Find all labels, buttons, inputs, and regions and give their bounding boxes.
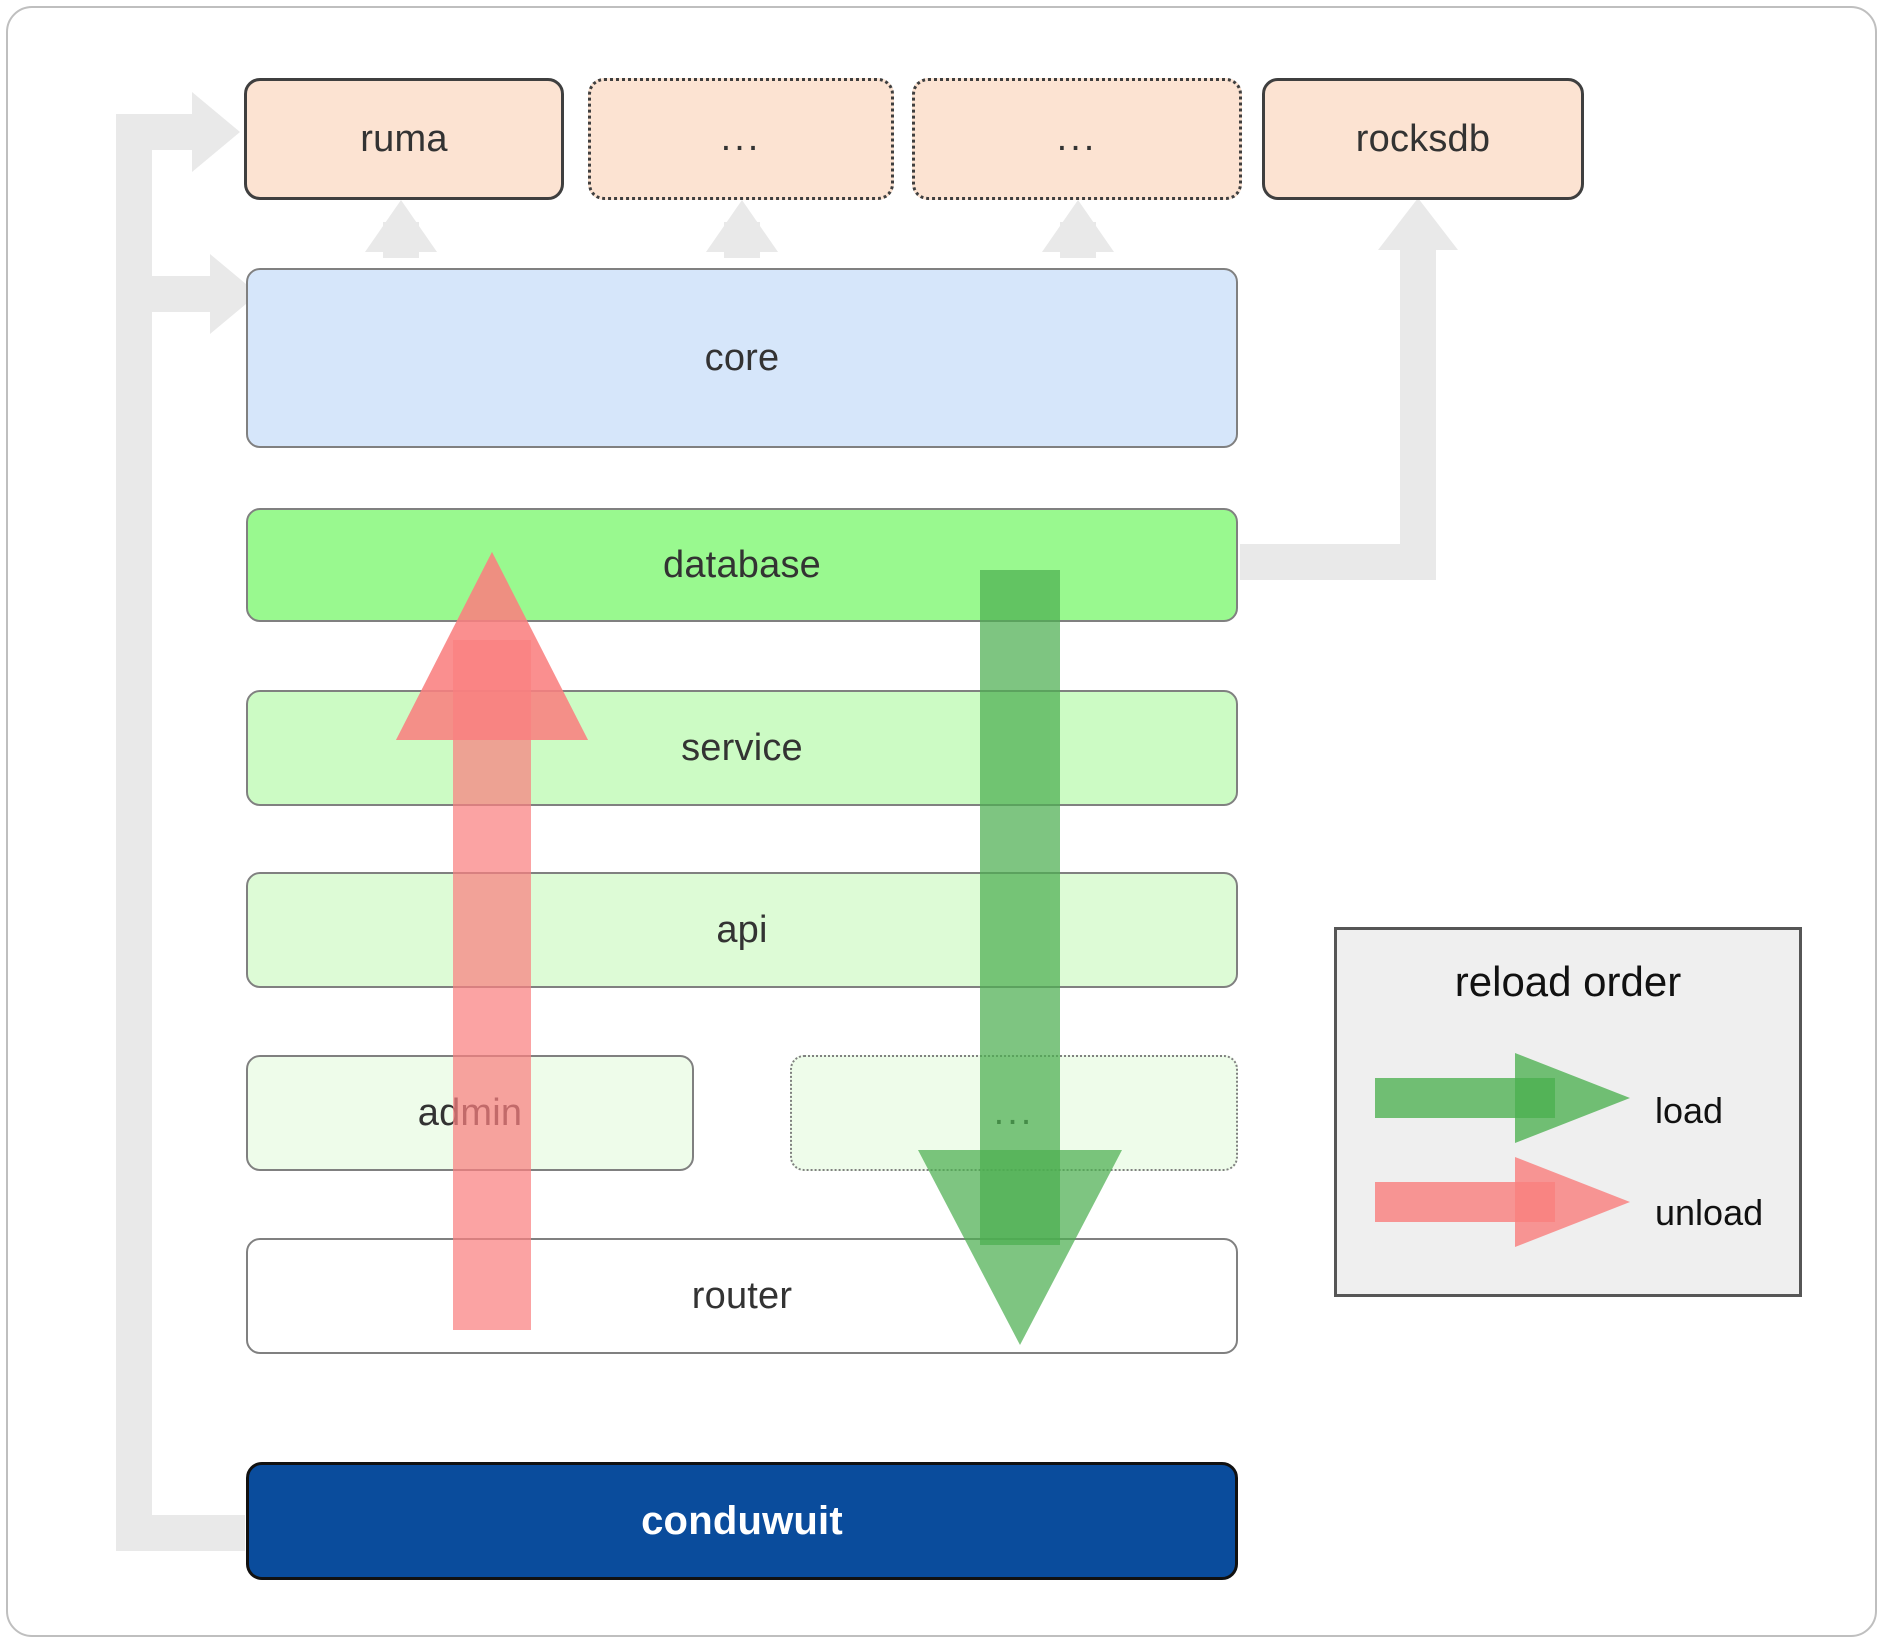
layer-api-label: api — [716, 908, 768, 951]
layer-core-label: core — [704, 336, 780, 379]
layer-core[interactable]: core — [246, 268, 1238, 448]
layer-admin-label: admin — [417, 1091, 523, 1134]
layer-router[interactable]: router — [246, 1238, 1238, 1354]
layer-database-label: database — [663, 543, 821, 586]
legend-title: reload order — [1454, 958, 1682, 1005]
layer-service[interactable]: service — [246, 690, 1238, 806]
dependency-ellipsis-1[interactable]: ... — [588, 78, 894, 200]
dependency-ruma[interactable]: ruma — [244, 78, 564, 200]
dependency-rocksdb[interactable]: rocksdb — [1262, 78, 1584, 200]
layer-ellipsis-label: ... — [993, 1091, 1035, 1134]
dependency-ruma-label: ruma — [360, 117, 448, 160]
dependency-ellipsis-2[interactable]: ... — [912, 78, 1242, 200]
layer-database[interactable]: database — [246, 508, 1238, 622]
layer-service-label: service — [681, 726, 803, 769]
legend-panel: reload order load unload — [1334, 927, 1802, 1297]
legend-load-arrow-icon — [1375, 1053, 1630, 1143]
binary-conduwuit-label: conduwuit — [641, 1498, 843, 1543]
layer-ellipsis[interactable]: ... — [790, 1055, 1238, 1171]
dependency-rocksdb-label: rocksdb — [1355, 117, 1491, 160]
dependency-ellipsis-1-label: ... — [720, 117, 762, 160]
dependency-ellipsis-2-label: ... — [1056, 117, 1098, 160]
layer-router-label: router — [691, 1274, 793, 1317]
layer-admin[interactable]: admin — [246, 1055, 694, 1171]
binary-conduwuit[interactable]: conduwuit — [246, 1462, 1238, 1580]
legend-unload-arrow-icon — [1375, 1157, 1630, 1247]
legend-load-label: load — [1655, 1090, 1724, 1131]
legend-unload-label: unload — [1655, 1192, 1764, 1233]
diagram-frame — [6, 6, 1877, 1637]
layer-api[interactable]: api — [246, 872, 1238, 988]
